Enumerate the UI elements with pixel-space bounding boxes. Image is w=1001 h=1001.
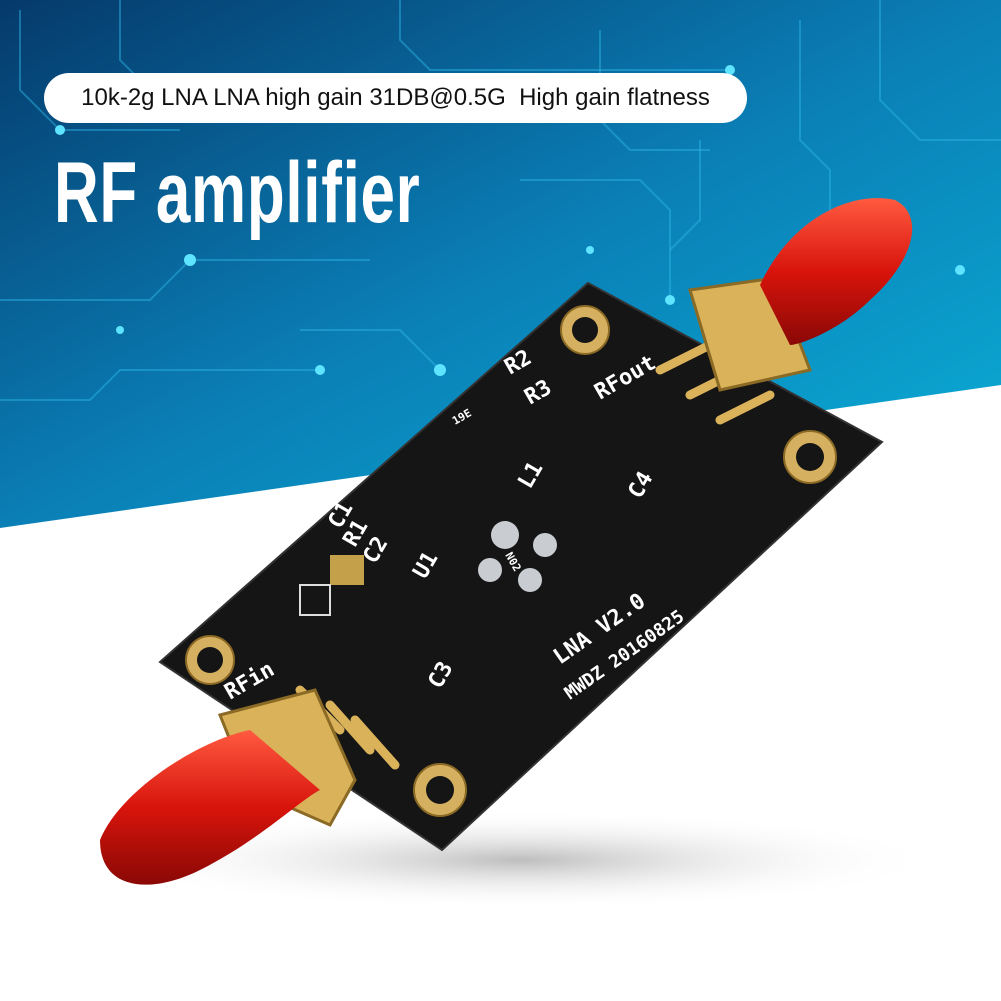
sma-connector-in [100, 685, 400, 885]
board-shadow [100, 810, 940, 910]
page-title: RF amplifier [54, 145, 421, 241]
sma-connector-out [655, 198, 913, 425]
subtitle-banner: 10k-2g LNA LNA high gain 31DB@0.5G High … [44, 73, 747, 123]
